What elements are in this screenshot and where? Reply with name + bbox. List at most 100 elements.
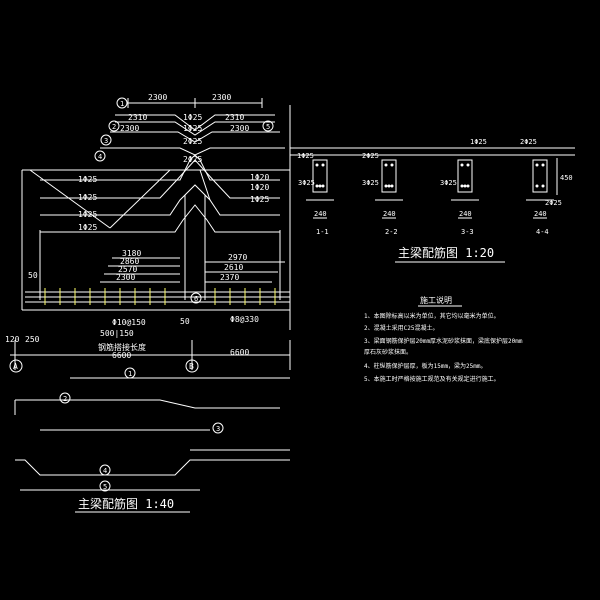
bottom-dim-2: 2860: [120, 257, 139, 266]
main-beam-elevation: [10, 98, 291, 370]
section-2-2-rect: [381, 159, 397, 193]
callout-number: 3: [104, 137, 108, 145]
section-1-width: 240: [314, 210, 327, 218]
bottom-dim-7: 2370: [220, 273, 239, 282]
callout-circle: [116, 97, 128, 109]
callout-number: 2: [112, 123, 116, 131]
sections-title: 主梁配筋图 1:20: [398, 245, 494, 260]
bar-shape: [15, 399, 280, 409]
bar-bent-1: 1Φ25: [78, 175, 97, 184]
bar-bent-2: 1Φ25: [78, 193, 97, 202]
axis-label-a: A: [13, 362, 18, 371]
section-4-width: 240: [534, 210, 547, 218]
sections-group: [290, 147, 575, 219]
dim-6600-left: 6600: [112, 351, 131, 360]
bar-mark-circle: [99, 480, 111, 492]
bar-bent-6: 1Φ20: [250, 183, 269, 192]
stirrup-right-label: Φ8@330: [230, 315, 259, 324]
section-3-top: 1Φ25: [470, 138, 487, 146]
axis-label-b: B: [189, 362, 194, 371]
section-3-bottom: 3Φ25: [440, 179, 457, 187]
axis-marker-b: [185, 359, 199, 373]
bar-mark-circle: [212, 422, 224, 434]
left-50: 50: [28, 271, 38, 280]
bar-2310-right: 2310: [225, 113, 244, 122]
note-line: 3、梁面钢筋保护层20mm厚水泥砂浆抹面，梁底保护层20mm: [364, 337, 523, 345]
section-1-label: 1-1: [316, 228, 329, 236]
callout-number: 5: [266, 123, 270, 131]
callout-number: 4: [98, 153, 102, 161]
left-250: 250: [25, 335, 40, 344]
bar-top-2b: 2Φ25: [183, 155, 202, 164]
section-2-label: 2-2: [385, 228, 398, 236]
note-line: 1、本图除标高以米为单位，其它均以毫米为单位。: [364, 312, 500, 320]
bar-2310-left: 2310: [128, 113, 147, 122]
note-line: 5、本施工时严格按施工规范及有关规定进行施工。: [364, 375, 500, 383]
bar-mark: 4: [103, 467, 107, 475]
bar-mark: 1: [128, 370, 132, 378]
bottom-dim-5: 2970: [228, 253, 247, 262]
callout-circle: [100, 134, 112, 146]
dim-6600: 6600: [230, 348, 249, 357]
section-4-top: 2Φ25: [520, 138, 537, 146]
bar-mark-circle: [99, 464, 111, 476]
callout-circle: [94, 150, 106, 162]
section-4-label: 4-4: [536, 228, 549, 236]
mid-50: 50: [180, 317, 190, 326]
section-3-label: 3-3: [461, 228, 474, 236]
bar-mark: 3: [216, 425, 220, 433]
section-4-bottom: 2Φ25: [545, 199, 562, 207]
bar-mark: 2: [63, 395, 67, 403]
bar-bent-7: 1Φ25: [250, 195, 269, 204]
notes-title: 施工说明: [420, 295, 452, 305]
bar-t3-1: 1Φ25: [183, 113, 202, 122]
section-3-width: 240: [459, 210, 472, 218]
callout-number: 1: [120, 100, 124, 108]
bar-2300-right: 2300: [230, 124, 249, 133]
bar-mark-circle: [59, 392, 71, 404]
section-labels: 1Φ25 3Φ25 2Φ25 3Φ25 1Φ25 3Φ25 2Φ25 2Φ25 …: [297, 138, 573, 236]
main-beam-labels: 2300 2300 2310 2310 2300 2300 1Φ25 1Φ25 …: [5, 93, 269, 360]
bar-bent-5: 1Φ20: [250, 173, 269, 182]
section-2-width: 240: [383, 210, 396, 218]
section-4-4-rect: [532, 159, 548, 193]
left-120: 120: [5, 335, 20, 344]
stirrup-hatch: [44, 288, 276, 305]
section-3-3-rect: [457, 159, 473, 193]
dim-500: 500|150: [100, 329, 134, 338]
section-2-bottom: 3Φ25: [362, 179, 379, 187]
bottom-dim-6: 2610: [224, 263, 243, 272]
section-rebars: [315, 163, 545, 188]
note-line: 厚石灰砂浆抹面。: [364, 348, 412, 356]
axis-markers: [9, 359, 199, 373]
main-beam-title: 主梁配筋图 1:40: [78, 496, 174, 511]
bottom-dim-3: 2570: [118, 265, 137, 274]
section-1-bottom: 3Φ25: [298, 179, 315, 187]
section-2-top: 2Φ25: [362, 152, 379, 160]
callout-number: 6: [194, 295, 198, 303]
axis-marker-a: [9, 359, 23, 373]
callout-circle: [108, 120, 120, 132]
bottom-dim-1: 3180: [122, 249, 141, 258]
bar-t3-2: 1Φ25: [183, 124, 202, 133]
top-dim-left: 2300: [148, 93, 167, 102]
notes-list: 1、本图除标高以米为单位，其它均以毫米为单位。 2、混凝土采用C25混凝土。 3…: [364, 312, 523, 383]
callout-circle: [190, 292, 202, 304]
section-1-top: 1Φ25: [297, 152, 314, 160]
note-line: 2、混凝土采用C25混凝土。: [364, 324, 438, 332]
bar-2300-left: 2300: [120, 124, 139, 133]
callout-numbers: 1 2 3 4 5 6: [98, 100, 270, 303]
callout-circles: [94, 97, 274, 304]
bar-bent-4: 1Φ25: [78, 223, 97, 232]
top-dim-right: 2300: [212, 93, 231, 102]
section-1-1-rect: [312, 159, 328, 193]
bottom-dim-4: 2300: [116, 273, 135, 282]
bar-t3-3: 2Φ25: [183, 137, 202, 146]
bar-mark-circle: [124, 367, 136, 379]
bar-shape: [15, 459, 290, 476]
stirrup-label: Φ10@150: [112, 318, 146, 327]
callout-circle: [262, 120, 274, 132]
bar-mark: 5: [103, 483, 107, 491]
section-side-dim: 450: [560, 174, 573, 182]
